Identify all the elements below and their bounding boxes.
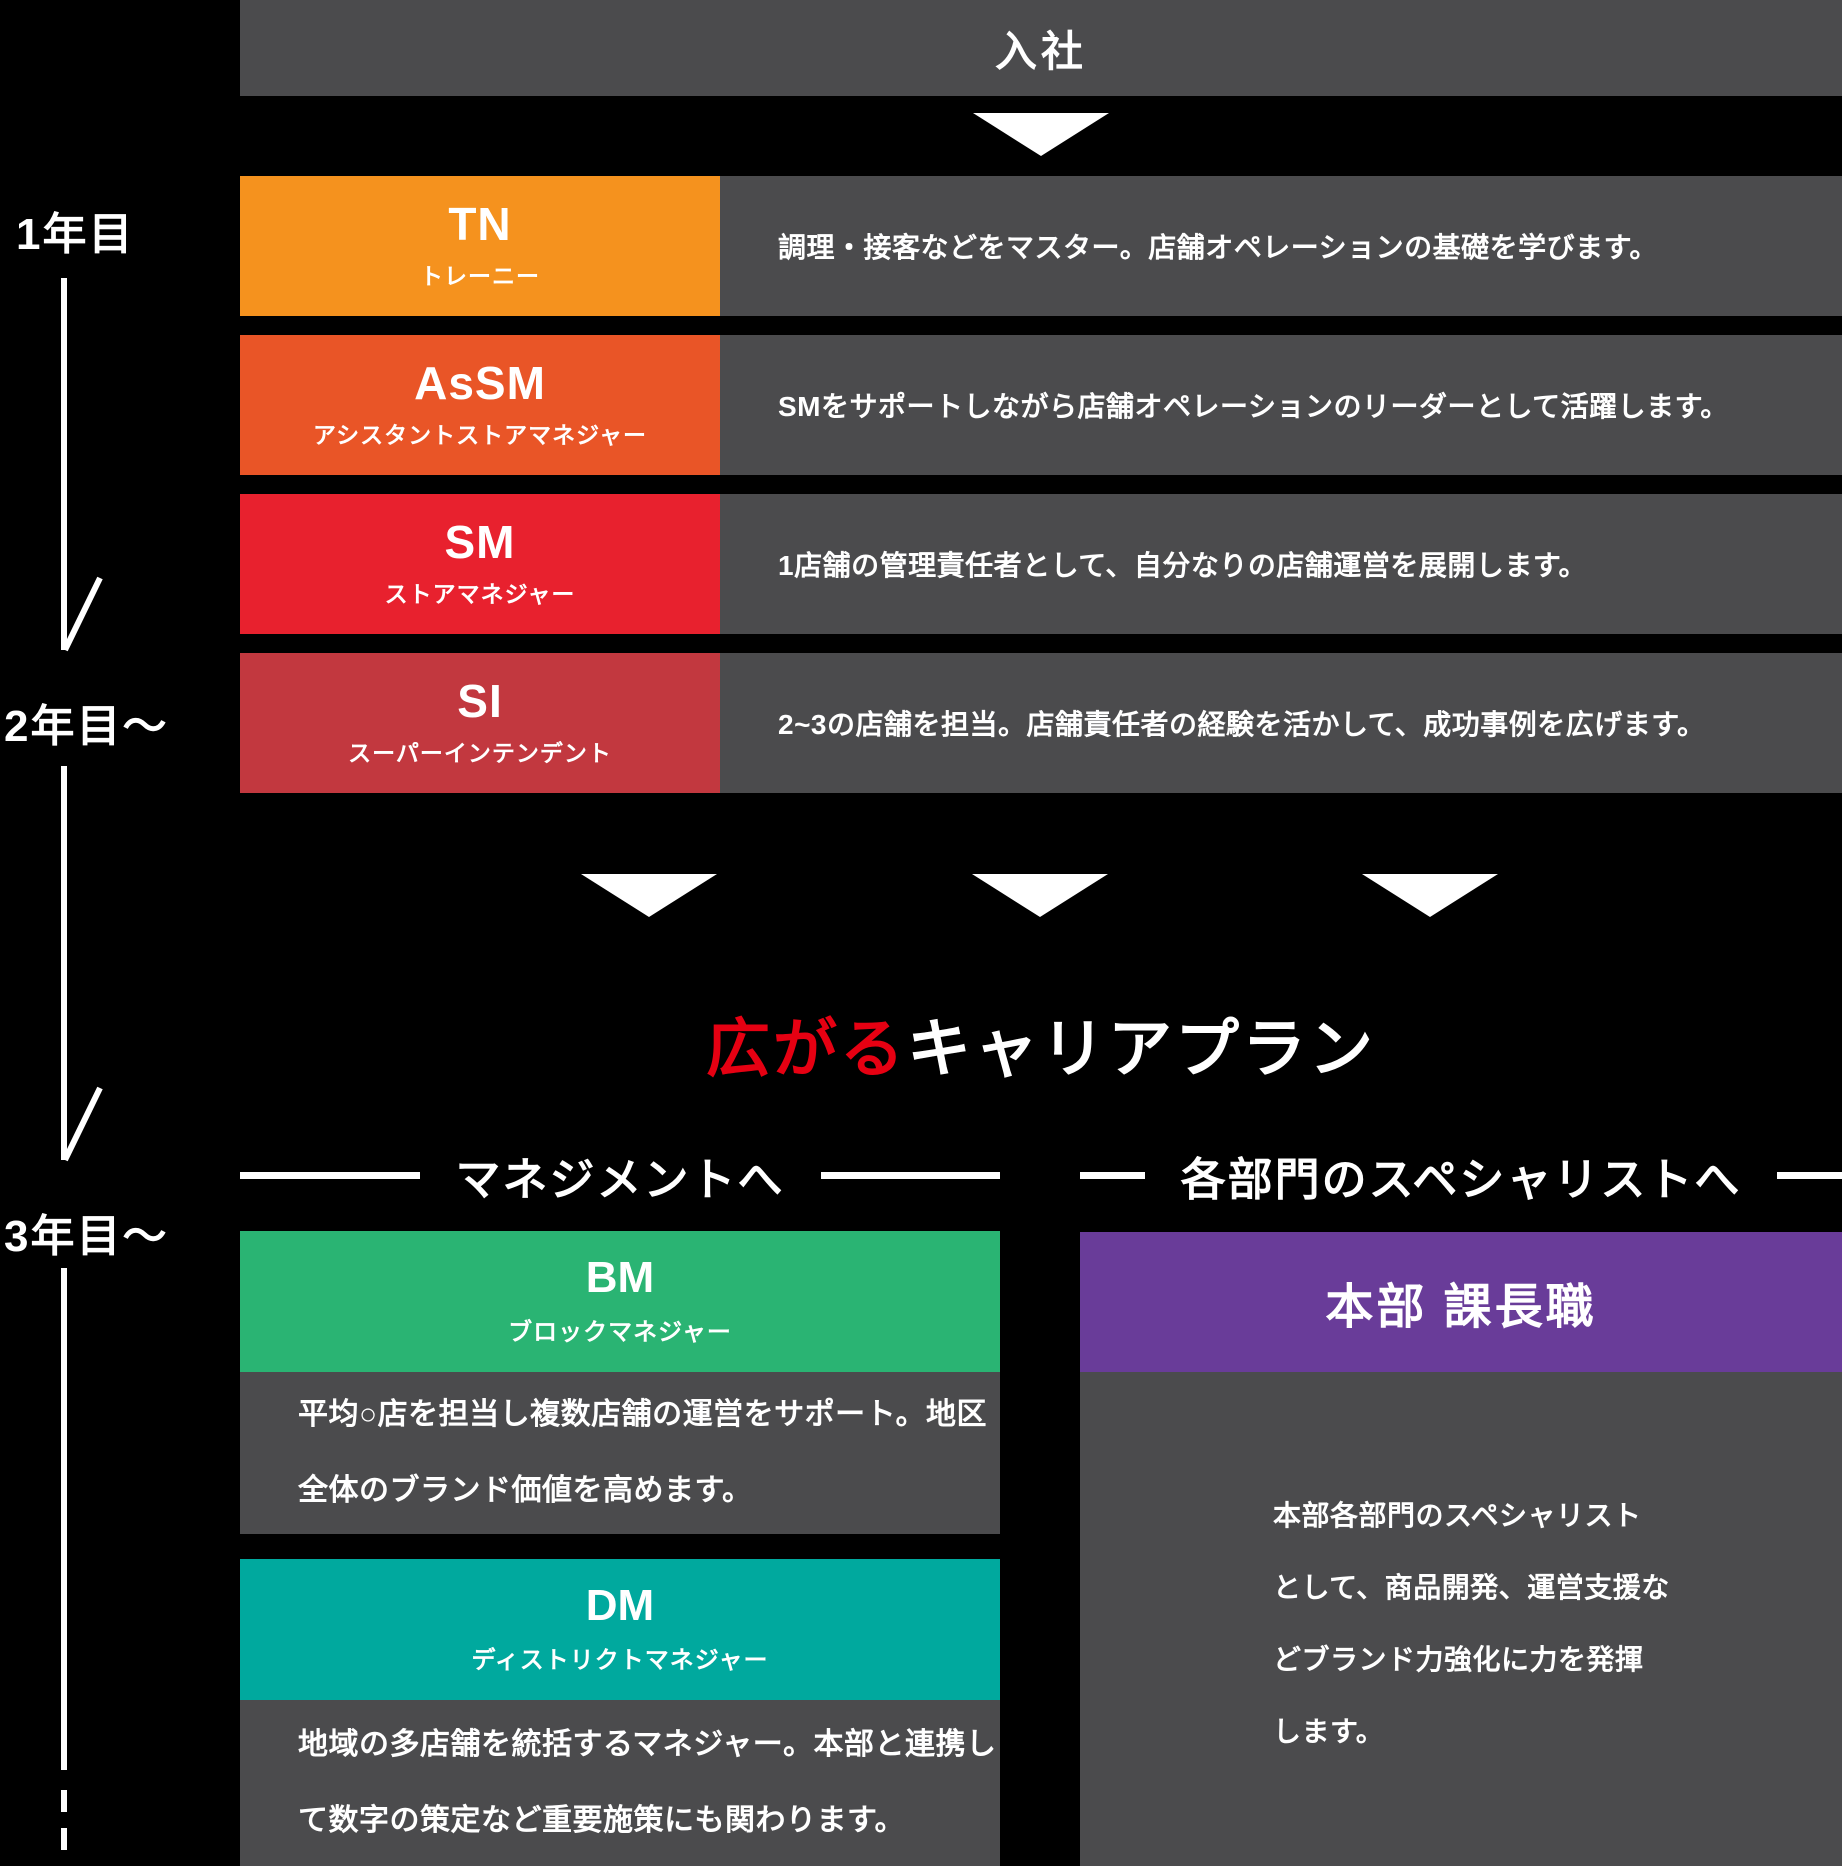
stage-acronym: AsSM [414, 357, 546, 409]
specialist-branch-header: 各部門のスペシャリストへ [1080, 1145, 1842, 1205]
down-triangle-icon [972, 874, 1108, 917]
management-branch-header: マネジメントへ [240, 1145, 1001, 1205]
stage-description: 調理・接客などをマスター。店舗オペレーションの基礎を学びます。 [720, 176, 1842, 316]
stage-row-sm: SM ストアマネジャー 1店舗の管理責任者として、自分なりの店舗運営を展開します… [240, 494, 1842, 634]
management-header-label: マネジメントへ [455, 1153, 785, 1205]
description-line: 全体のブランド価値を高めます。 [298, 1474, 753, 1507]
expand-title-rest: キャリアプラン [907, 1013, 1376, 1085]
role-acronym: BM [585, 1253, 655, 1302]
header-rule [1080, 1171, 1145, 1179]
down-triangle-icon [581, 874, 717, 917]
role-description-headquarters: 本部各部門のスペシャリスト として、商品開発、運営支援な どブランド力強化に力を… [1080, 1372, 1842, 1866]
description-line: します。 [1273, 1716, 1385, 1747]
stage-row-si: SI スーパーインテンデント 2~3の店舗を担当。店舗責任者の経験を活かして、成… [240, 653, 1842, 793]
role-title: 本部 課長職 [1325, 1281, 1597, 1334]
description-line: て数字の策定など重要施策にも関わります。 [298, 1804, 905, 1837]
role-acronym: DM [585, 1581, 655, 1630]
description-line: 平均○店を担当し複数店舗の運営をサポート。地区 [298, 1398, 988, 1431]
down-triangle-icon [973, 113, 1109, 156]
timeline-arrow-year2to3-icon [61, 766, 103, 1162]
stage-name: スーパーインテンデント [348, 740, 612, 766]
role-name: ブロックマネジャー [508, 1319, 732, 1346]
stage-acronym: SM [444, 516, 516, 568]
entry-label: 入社 [994, 27, 1087, 75]
stage-badge-si: SI スーパーインテンデント [240, 653, 720, 793]
description-line: 地域の多店舗を統括するマネジャー。本部と連携し [298, 1728, 997, 1761]
description-line: として、商品開発、運営支援な [1273, 1572, 1670, 1603]
stage-description: SMをサポートしながら店舗オペレーションのリーダーとして活躍します。 [720, 335, 1842, 475]
timeline-year1-label: 1年目 [16, 210, 135, 259]
expand-title: 広がるキャリアプラン [240, 998, 1842, 1090]
stage-acronym: SI [457, 675, 503, 727]
role-box-headquarters: 本部 課長職 [1080, 1232, 1842, 1372]
stage-badge-sm: SM ストアマネジャー [240, 494, 720, 634]
header-rule [1777, 1171, 1842, 1179]
stage-name: ストアマネジャー [384, 581, 576, 607]
role-description-dm: 地域の多店舗を統括するマネジャー。本部と連携し て数字の策定など重要施策にも関わ… [240, 1700, 1000, 1866]
description-line: どブランド力強化に力を発揮 [1273, 1644, 1644, 1675]
timeline-year3-label: 3年目〜 [4, 1212, 169, 1261]
entry-bar: 入社 [240, 0, 1842, 96]
stage-name: アシスタントストアマネジャー [313, 422, 647, 448]
down-triangle-icon [1362, 874, 1498, 917]
timeline-year2-label: 2年目〜 [4, 702, 169, 751]
stage-acronym: TN [448, 198, 512, 250]
description-line: 本部各部門のスペシャリスト [1273, 1500, 1642, 1531]
stage-badge-tn: TN トレーニー [240, 176, 720, 316]
timeline-tail-line-icon [61, 1268, 67, 1866]
stage-badge-assm: AsSM アシスタントストアマネジャー [240, 335, 720, 475]
stage-row-tn: TN トレーニー 調理・接客などをマスター。店舗オペレーションの基礎を学びます。 [240, 176, 1842, 316]
role-box-dm: DM ディストリクトマネジャー [240, 1559, 1000, 1700]
timeline-arrow-year1to2-icon [61, 278, 103, 652]
expand-title-highlight: 広がる [706, 1013, 907, 1085]
stage-name: トレーニー [420, 263, 540, 289]
stage-row-assm: AsSM アシスタントストアマネジャー SMをサポートしながら店舗オペレーション… [240, 335, 1842, 475]
role-description-bm: 平均○店を担当し複数店舗の運営をサポート。地区 全体のブランド価値を高めます。 [240, 1372, 1000, 1534]
stage-description: 2~3の店舗を担当。店舗責任者の経験を活かして、成功事例を広げます。 [720, 653, 1842, 793]
stage-description: 1店舗の管理責任者として、自分なりの店舗運営を展開します。 [720, 494, 1842, 634]
role-name: ディストリクトマネジャー [471, 1647, 769, 1674]
specialist-header-label: 各部門のスペシャリストへ [1180, 1153, 1742, 1205]
header-rule [240, 1171, 420, 1179]
header-rule [820, 1171, 1001, 1179]
role-box-bm: BM ブロックマネジャー [240, 1231, 1000, 1372]
